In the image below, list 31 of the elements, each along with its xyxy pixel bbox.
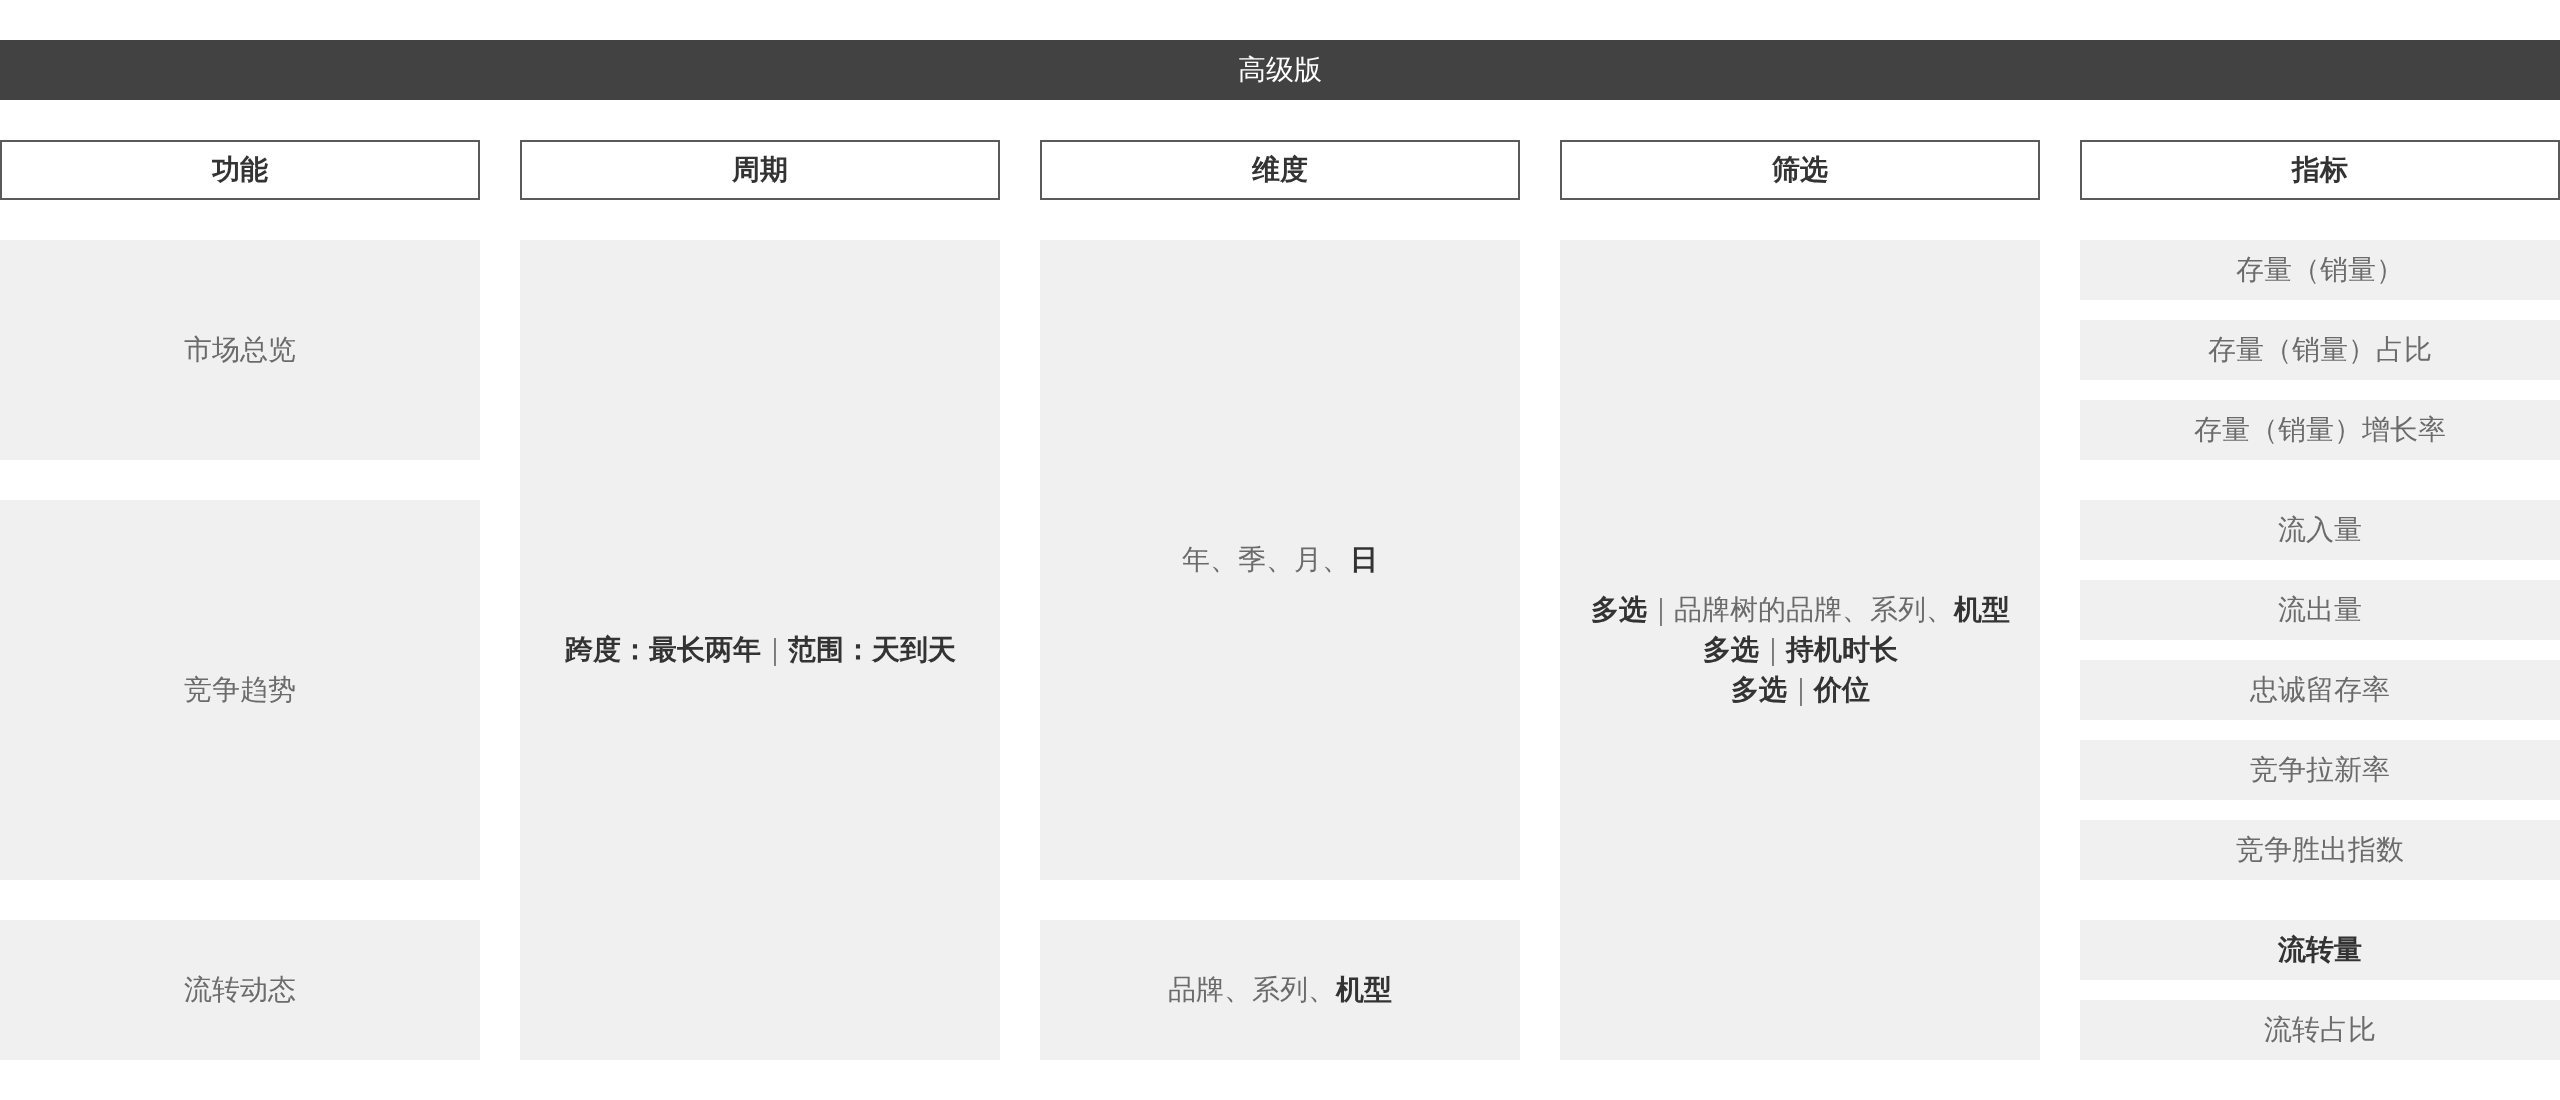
metric-label: 存量（销量） [2236, 253, 2404, 287]
header-box [1560, 140, 2040, 200]
item-label: 市场总览 [184, 333, 296, 367]
item-label: 多选｜持机时长 [1702, 633, 1898, 668]
header-box [0, 140, 480, 200]
title-text: 高级版 [1238, 53, 1322, 87]
item-label: 多选｜品牌树的品牌、系列、机型 [1590, 593, 2010, 628]
column-heading: 筛选 [1772, 153, 1828, 187]
metric-label: 流出量 [2278, 593, 2362, 627]
item-label: 竞争趋势 [184, 673, 296, 707]
column-heading: 指标 [2292, 153, 2348, 187]
item-label: 跨度：最长两年｜范围：天到天 [564, 633, 956, 668]
item-label: 年、季、月、日 [1182, 543, 1378, 577]
column-heading: 功能 [212, 153, 268, 187]
header-box [520, 140, 1000, 200]
metric-label: 存量（销量）增长率 [2194, 413, 2446, 447]
column-heading: 周期 [732, 153, 788, 187]
metric-label: 竞争胜出指数 [2236, 833, 2404, 867]
title-bar [0, 40, 2560, 100]
metric-label: 流入量 [2278, 513, 2362, 547]
metric-label: 忠诚留存率 [2250, 673, 2390, 707]
item-label: 品牌、系列、机型 [1168, 973, 1392, 1007]
header-box [1040, 140, 1520, 200]
item-label: 流转动态 [184, 973, 296, 1007]
header-box [2080, 140, 2560, 200]
metric-label: 流转占比 [2264, 1013, 2376, 1047]
metric-label: 流转量 [2278, 933, 2362, 967]
metric-label: 竞争拉新率 [2250, 753, 2390, 787]
item-label: 多选｜价位 [1730, 673, 1870, 708]
column-heading: 维度 [1252, 153, 1308, 187]
metric-label: 存量（销量）占比 [2208, 333, 2432, 367]
